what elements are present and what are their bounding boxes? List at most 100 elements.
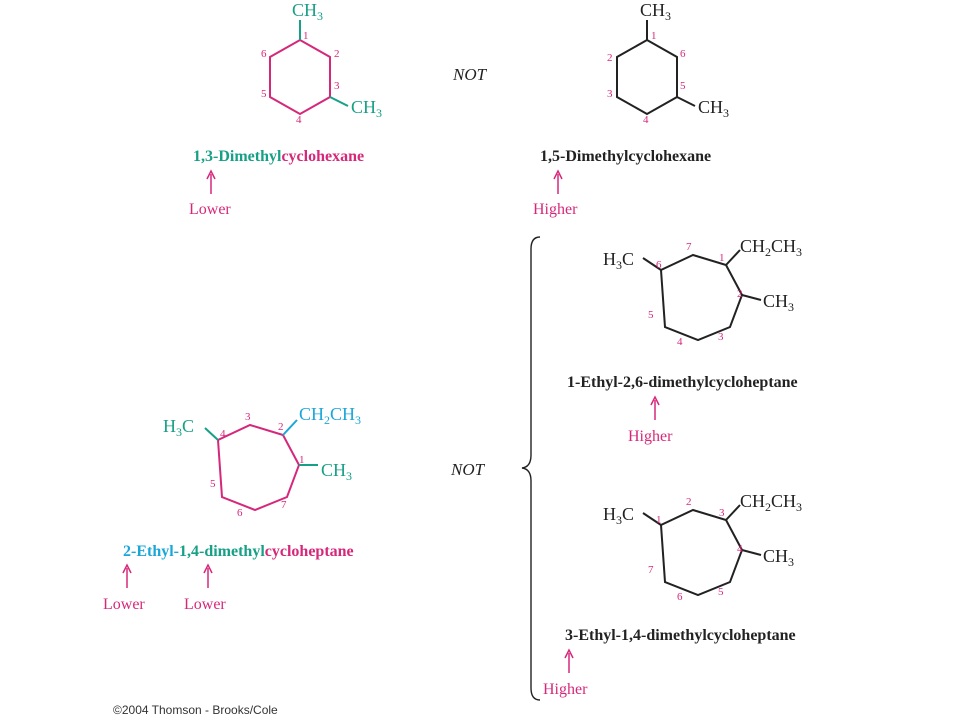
ch3-top-left-text: CH: [292, 0, 317, 20]
cycloheptane-ring-left: [216, 423, 301, 512]
ethyl-bond-left: [282, 419, 298, 436]
ring-number-rt-7: 7: [686, 241, 692, 253]
name-parent-cycloheptane: cycloheptane: [265, 543, 354, 560]
annotation-higher-3: Higher: [543, 681, 588, 698]
ch2ch3-left-sub2: 2: [324, 413, 330, 427]
ring-number-rb-6: 6: [677, 591, 683, 603]
cycloheptane-ring-right-top: [659, 253, 744, 342]
ch3-top-left-subscript: 3: [317, 9, 323, 23]
ch2ch3-right-bottom-sub2: 2: [765, 500, 771, 514]
arrow-head-lower-1: [206, 169, 216, 180]
cycloheptane-right-bottom-structure: H3C CH2CH3 CH3 3 4 5 6 7 1 2: [603, 491, 802, 603]
h3c-left: H3C: [163, 416, 194, 439]
ring-number-r-1: 1: [651, 30, 657, 42]
ring-number-rb-3: 3: [719, 507, 725, 519]
name-prefix-dimethyl: 1,3-Dimethyl: [193, 148, 282, 165]
name-1-ethyl-2-6-dimethylcycloheptane: 1-Ethyl-2,6-dimethylcycloheptane: [567, 374, 798, 391]
ring-number-r-6: 6: [680, 48, 686, 60]
curly-brace: [521, 236, 541, 701]
ch2ch3-left: CH2CH3: [299, 404, 361, 427]
h3c-right-bottom-subscript: 3: [616, 513, 622, 527]
annotation-higher-2: Higher: [628, 428, 673, 445]
cyclohexane-ring-left: [269, 38, 331, 116]
ch3-c2-right-top: CH3: [763, 291, 794, 314]
ch3-c4-right-bottom-text: CH: [763, 546, 788, 566]
ring-number-l2-6: 6: [237, 507, 243, 519]
ethyl-bond-right-bottom: [725, 504, 741, 521]
ch2ch3-right-top-sub3: 3: [796, 245, 802, 259]
copyright-notice: ©2004 Thomson - Brooks/Cole: [113, 703, 278, 717]
ring-number-rt-4: 4: [677, 336, 683, 348]
cyclohexane-right-structure: CH3 CH3 1 6 5 4 3 2: [607, 0, 729, 126]
ch3-c1-left: CH3: [321, 460, 352, 483]
ring-number-2: 2: [334, 48, 340, 60]
ch2ch3-right-top-ch: CH: [740, 236, 765, 256]
ring-number-l2-3: 3: [245, 411, 251, 423]
arrow-head-higher-3: [564, 648, 574, 659]
ring-number-l2-2: 2: [278, 421, 284, 433]
ch3-c1-left-text: CH: [321, 460, 346, 480]
methyl-bond-c1-right-bottom: [642, 512, 662, 526]
ring-number-rt-5: 5: [648, 309, 654, 321]
name-3-ethyl-1-4-dimethylcycloheptane: 3-Ethyl-1,4-dimethylcycloheptane: [565, 627, 796, 644]
ring-number-rb-1: 1: [656, 514, 662, 526]
ch3-c4-right-bottom: CH3: [763, 546, 794, 569]
ch2ch3-right-top: CH2CH3: [740, 236, 802, 259]
ring-number-5: 5: [261, 88, 267, 100]
ch3-right-right-subscript: 3: [723, 106, 729, 120]
ch2ch3-left-ch: CH: [299, 404, 324, 424]
h3c-left-subscript: 3: [176, 425, 182, 439]
ch3-right-right-text: CH: [698, 97, 723, 117]
ch3-top-right: CH3: [640, 0, 671, 23]
ring-number-rt-3: 3: [718, 331, 724, 343]
arrow-head-lower-2a: [122, 563, 132, 574]
ch3-right-right: CH3: [698, 97, 729, 120]
ring-number-r-3: 3: [607, 88, 613, 100]
h3c-right-top-c: C: [622, 249, 634, 269]
ring-number-r-5: 5: [680, 80, 686, 92]
ring-number-rt-1: 1: [719, 252, 725, 264]
ch3-c2-right-top-text: CH: [763, 291, 788, 311]
ring-number-rt-6: 6: [656, 259, 662, 271]
ring-number-rb-5: 5: [718, 586, 724, 598]
ch3-top-left: CH3: [292, 0, 323, 23]
h3c-right-top-h: H: [603, 249, 616, 269]
methyl-bond-c4-right-bottom: [741, 549, 762, 556]
ch3-top-right-subscript: 3: [665, 9, 671, 23]
h3c-right-top: H3C: [603, 249, 634, 272]
cycloheptane-right-top-structure: H3C CH2CH3 CH3 1 2 3 4 5 6 7: [603, 236, 802, 348]
name-1-3-dimethylcyclohexane: 1,3-Dimethylcyclohexane: [193, 148, 364, 165]
ch3-c2-right-top-subscript: 3: [788, 300, 794, 314]
ch3-right-left: CH3: [351, 97, 382, 120]
ring-number-3: 3: [334, 80, 340, 92]
ring-number-rt-2: 2: [737, 288, 743, 300]
ring-number-l2-1: 1: [299, 454, 305, 466]
ring-number-r-2: 2: [607, 52, 613, 64]
h3c-right-top-subscript: 3: [616, 258, 622, 272]
name-prefix-ethyl: 2-Ethyl-: [123, 543, 179, 560]
h3c-right-bottom-h: H: [603, 504, 616, 524]
methyl-bond-c2-right-top: [741, 294, 762, 301]
ch3-right-left-text: CH: [351, 97, 376, 117]
name-parent-cyclohexane: cyclohexane: [281, 148, 364, 165]
ch2ch3-right-top-sub2: 2: [765, 245, 771, 259]
ch3-top-right-text: CH: [640, 0, 665, 20]
ch2ch3-right-bottom-ch3: CH: [771, 491, 796, 511]
methyl-bond-right-left: [329, 96, 349, 107]
ring-number-rb-4: 4: [737, 543, 743, 555]
not-label-1: NOT: [452, 65, 488, 84]
ring-number-1: 1: [303, 30, 309, 42]
ch2ch3-left-ch3: CH: [330, 404, 355, 424]
cyclohexane-left-structure: CH3 CH3 1 2 3 4 5 6: [261, 0, 382, 126]
ring-number-4: 4: [296, 114, 302, 126]
methyl-bond-right-right: [676, 96, 696, 107]
ring-number-l2-7: 7: [281, 499, 287, 511]
cycloheptane-ring-right-bottom: [659, 508, 744, 597]
ch2ch3-right-top-ch3: CH: [771, 236, 796, 256]
cycloheptane-left-structure: H3C CH2CH3 CH3 1 2 3 4 5 6 7: [163, 404, 361, 519]
ring-number-rb-7: 7: [648, 564, 654, 576]
methyl-bond-c6-right-top: [642, 257, 662, 271]
h3c-right-bottom-c: C: [622, 504, 634, 524]
not-label-2: NOT: [450, 460, 486, 479]
ring-number-l2-5: 5: [210, 478, 216, 490]
